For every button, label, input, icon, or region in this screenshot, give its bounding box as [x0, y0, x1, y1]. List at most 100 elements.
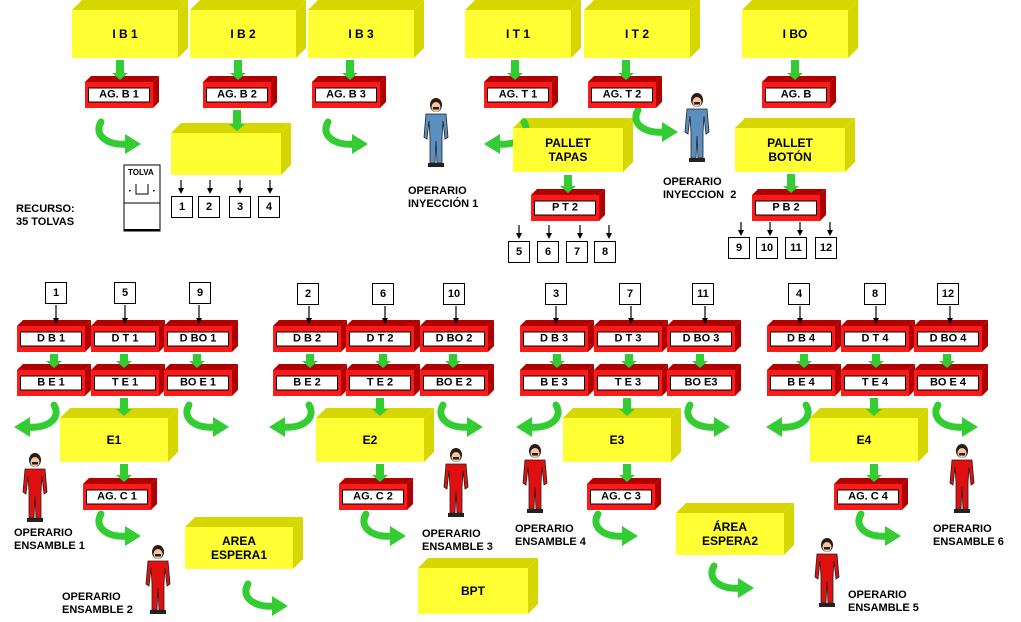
db4-machine-label: D B 4	[770, 331, 832, 347]
agc3-machine-side	[655, 478, 661, 510]
flow-arrow-12	[189, 354, 205, 368]
pointer-head-1	[178, 188, 184, 194]
pointer-head-14	[122, 318, 128, 324]
pointer-head-7	[577, 233, 583, 239]
agc3-machine-label: AG. C 3	[590, 489, 652, 505]
number-box-20: 7	[619, 283, 641, 305]
return-arrow-4	[632, 106, 678, 142]
return-arrow-11	[766, 401, 812, 437]
agt1-machine: AG. T 1	[484, 82, 552, 108]
db2-machine-label: D B 2	[276, 331, 338, 347]
agt1-machine-label: AG. T 1	[487, 87, 549, 103]
boe4-machine: BO E 4	[914, 370, 982, 396]
it1-box-side	[571, 0, 581, 58]
agc3-machine: AG. C 3	[587, 484, 655, 510]
number-box-10: 10	[756, 237, 778, 259]
area-tolvas-box	[171, 133, 281, 175]
pallet-boton-box-top	[735, 118, 855, 128]
agt2-machine-label: AG. T 2	[591, 87, 653, 103]
pb2-machine-side	[820, 189, 826, 221]
be2-machine: B E 2	[273, 370, 341, 396]
flow-arrow-9	[783, 174, 799, 193]
boe3-machine: BO E3	[667, 370, 735, 396]
flow-arrow-27	[372, 464, 388, 482]
area-espera1-box-side	[293, 517, 303, 569]
dt3-machine: D T 3	[594, 326, 662, 352]
pointer-head-17	[382, 318, 388, 324]
it1-box-top	[465, 0, 581, 10]
number-box-3: 3	[229, 196, 251, 218]
flow-arrow-21	[939, 354, 955, 368]
flow-arrow-1	[112, 60, 128, 80]
operario-ensamble-2-label: OPERARIO ENSAMBLE 2	[62, 591, 133, 616]
area-espera2-box: ÁREA ESPERA2	[676, 513, 784, 555]
agb1-machine-label: AG. B 1	[88, 87, 150, 103]
agb-machine: AG. B	[762, 82, 830, 108]
e3-box-top	[563, 408, 681, 418]
agt2-machine: AG. T 2	[588, 82, 656, 108]
number-box-22: 4	[788, 283, 810, 305]
return-arrow-5	[14, 401, 60, 437]
operario-inyeccion-2-label: OPERARIO INYECCION 2	[663, 176, 737, 201]
operario-inyeccion-1-label: OPERARIO INYECCIÓN 1	[408, 185, 479, 210]
number-box-11: 11	[785, 237, 807, 259]
be1-machine-label: B E 1	[20, 375, 82, 391]
dt4-machine: D T 4	[841, 326, 909, 352]
ib1-box-side	[178, 0, 188, 58]
flow-arrow-8	[560, 175, 576, 193]
return-arrow-2	[322, 118, 368, 154]
flow-arrow-20	[868, 354, 884, 368]
number-box-4: 4	[258, 196, 280, 218]
e4-box: E4	[810, 418, 918, 462]
number-box-16: 2	[297, 283, 319, 305]
flow-arrow-11	[116, 354, 132, 368]
bpt-box: BPT	[418, 568, 528, 614]
te3-machine-label: T E 3	[597, 375, 659, 391]
pallet-tapas-box-side	[623, 118, 633, 172]
agc4-machine-side	[902, 478, 908, 510]
pointer-head-24	[947, 318, 953, 324]
dbo4-machine-side	[982, 320, 988, 352]
ib3-box: I B 3	[308, 10, 414, 58]
pallet-boton-box: PALLET BOTÓN	[735, 128, 845, 172]
agt2-machine-side	[656, 76, 662, 108]
area-espera1-box-top	[185, 517, 303, 527]
pallet-boton-box-side	[845, 118, 855, 172]
dbo4-machine: D BO 4	[914, 326, 982, 352]
boe3-machine-label: BO E3	[670, 375, 732, 391]
flow-arrow-26	[116, 464, 132, 482]
agc4-machine: AG. C 4	[834, 484, 902, 510]
be4-machine: B E 4	[767, 370, 835, 396]
area-espera2-box-side	[784, 503, 794, 555]
number-box-1: 1	[171, 196, 193, 218]
flow-arrow-3	[342, 60, 358, 80]
pointer-head-19	[553, 318, 559, 324]
dt1-machine-label: D T 1	[94, 331, 156, 347]
pointer-head-16	[306, 318, 312, 324]
flow-arrow-24	[619, 398, 635, 416]
ib3-box-side	[414, 0, 424, 58]
agc1-machine-side	[151, 478, 157, 510]
pointer-head-22	[797, 318, 803, 324]
operario-inyeccion-2-figure	[684, 93, 710, 162]
ib1-box-top	[72, 0, 188, 10]
boe1-machine: BO E 1	[164, 370, 232, 396]
te4-machine: T E 4	[841, 370, 909, 396]
e4-box-side	[918, 408, 928, 462]
pallet-tapas-box-top	[513, 118, 633, 128]
flow-arrow-15	[445, 354, 461, 368]
e1-box: E1	[60, 418, 168, 462]
number-box-2: 2	[198, 196, 220, 218]
boe1-machine-side	[232, 364, 238, 396]
dbo2-machine-side	[488, 320, 494, 352]
db3-machine: D B 3	[520, 326, 588, 352]
dbo4-machine-label: D BO 4	[917, 331, 979, 347]
dt3-machine-label: D T 3	[597, 331, 659, 347]
operario-ensamble-1-figure	[22, 453, 48, 522]
area-tolvas-box-top	[171, 123, 291, 133]
be3-machine-label: B E 3	[523, 375, 585, 391]
te1-machine-label: T E 1	[94, 375, 156, 391]
flow-arrow-6	[787, 60, 803, 80]
e2-box-top	[316, 408, 434, 418]
e1-box-top	[60, 408, 178, 418]
